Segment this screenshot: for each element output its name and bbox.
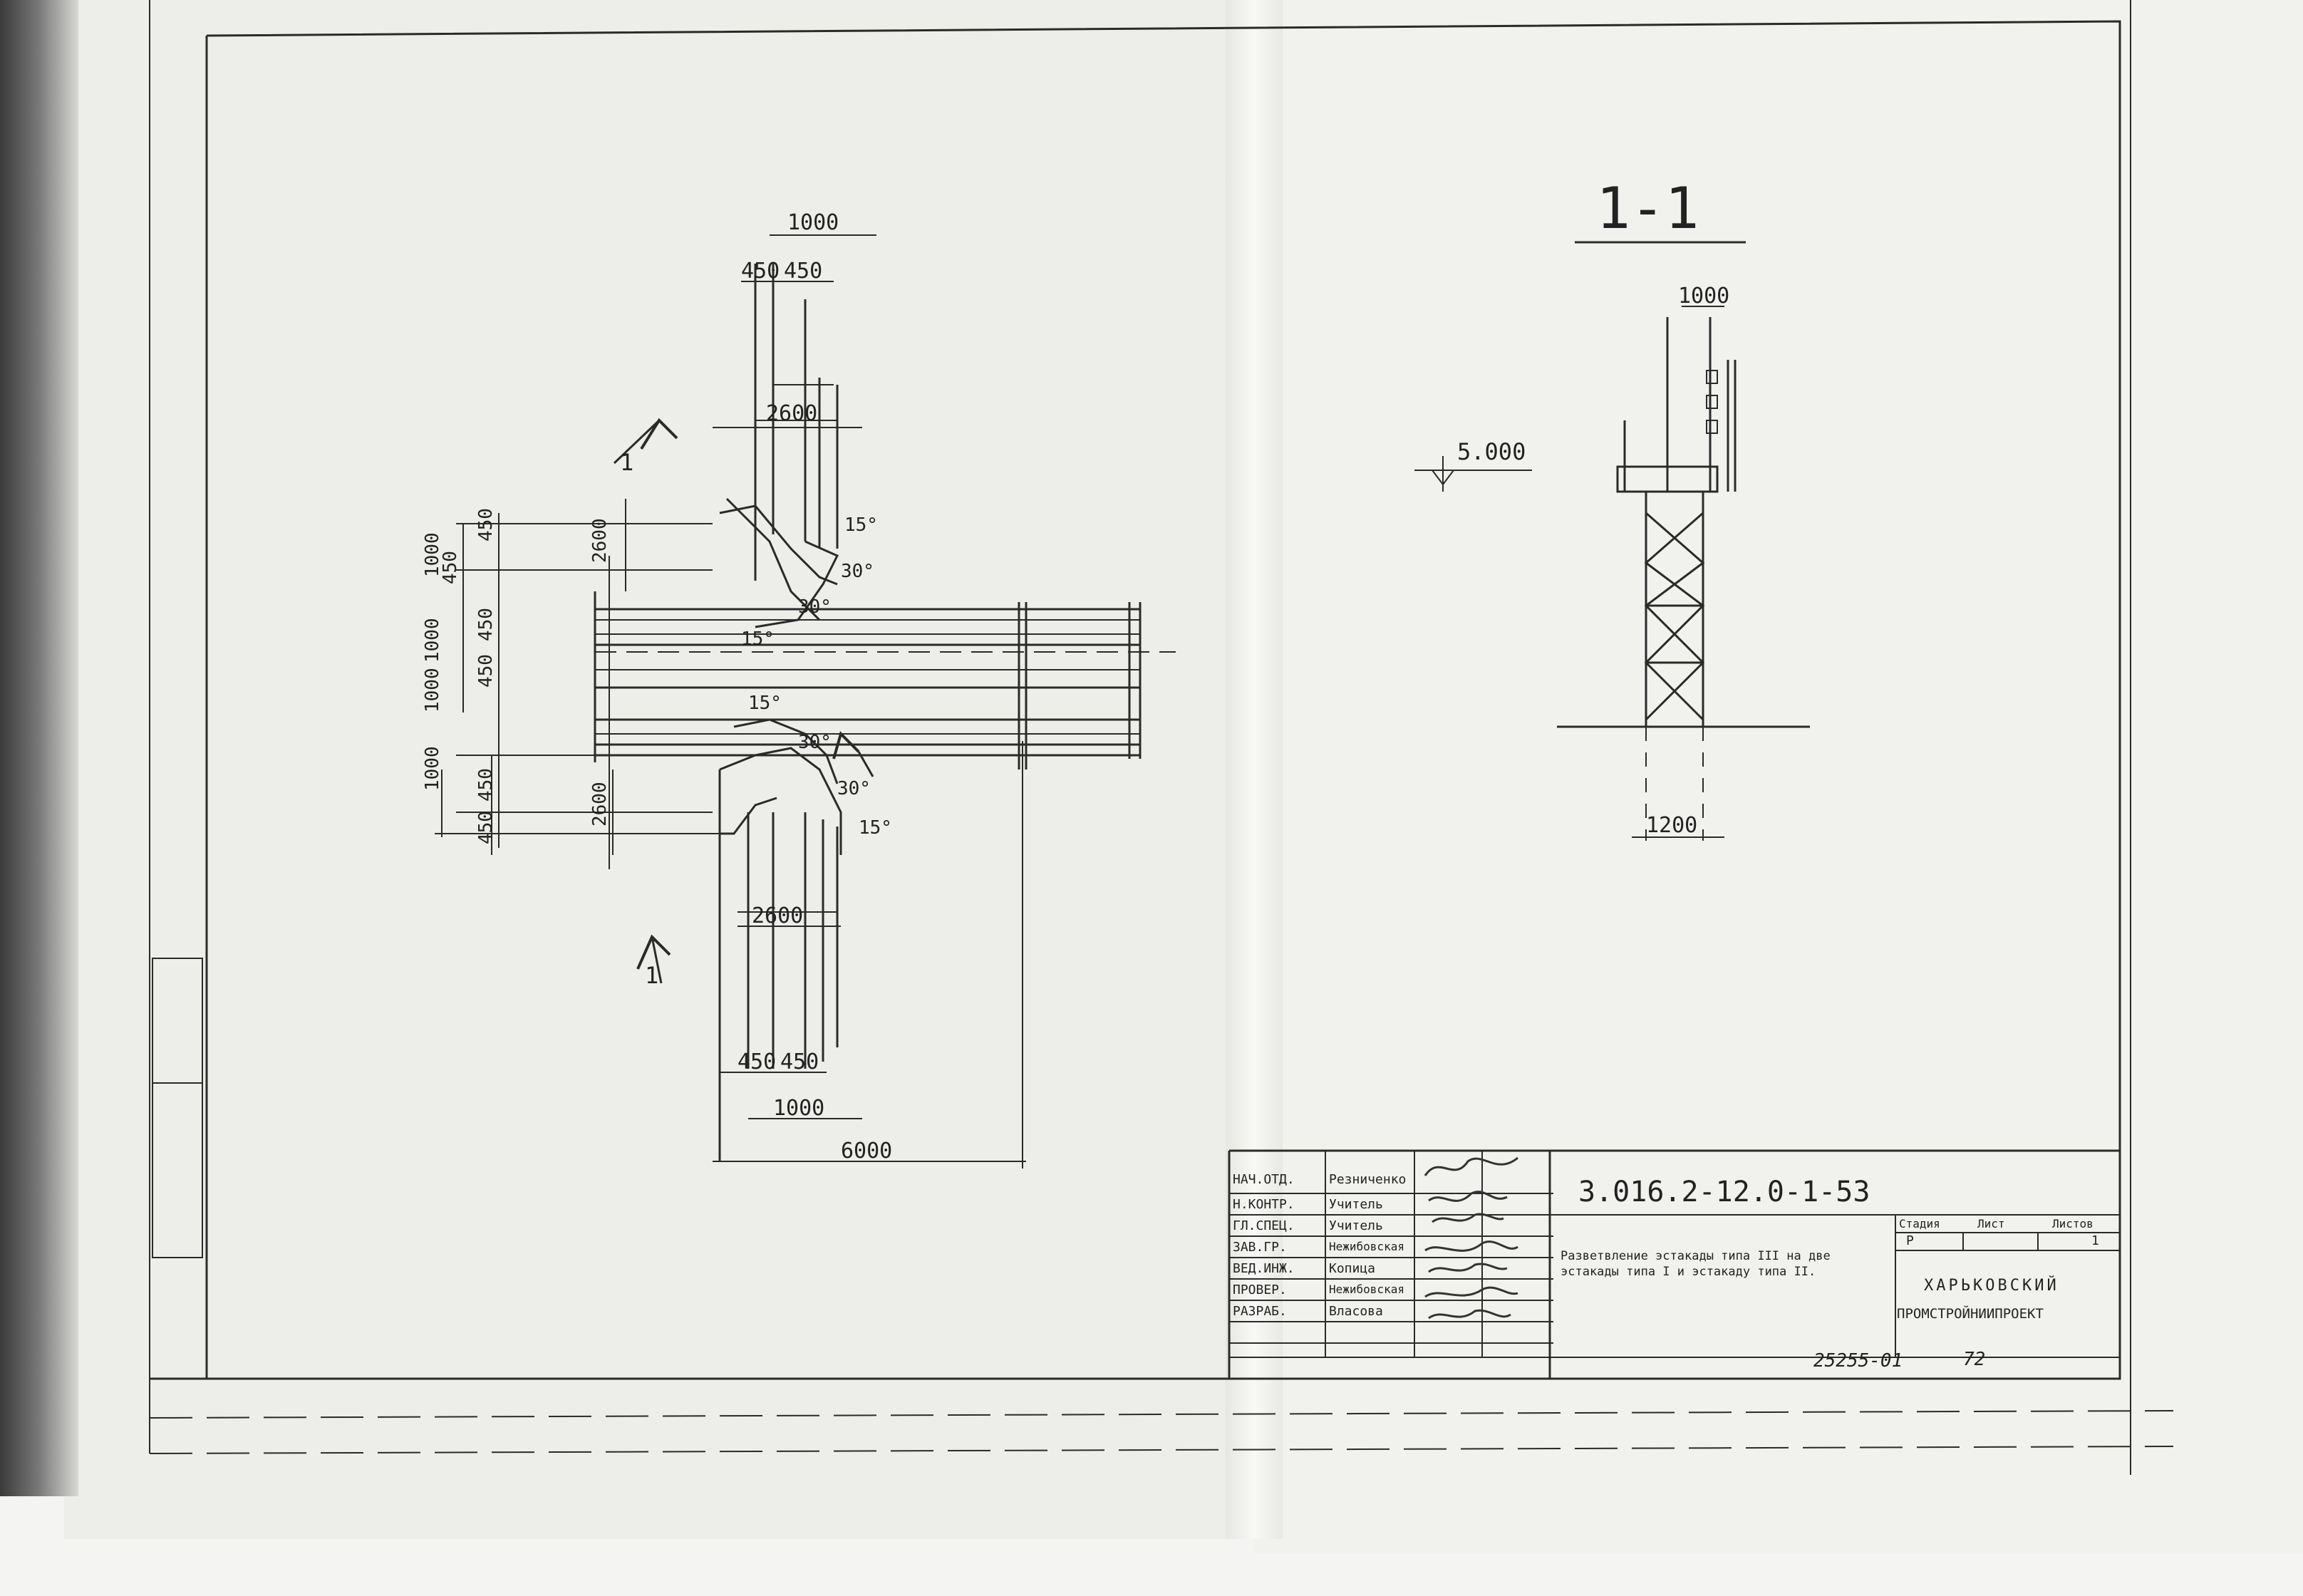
archive-number: 25255-01 <box>1813 1350 1903 1372</box>
dim-top-half-a: 450 <box>741 259 780 284</box>
angle-15-c: 15° <box>748 693 782 714</box>
dim-left-1000-c: 1000 <box>422 668 443 712</box>
dim-top-inner: 2600 <box>766 401 817 426</box>
section-label: 1-1 <box>1596 175 1699 242</box>
role-label: ГЛ.СПЕЦ. <box>1233 1218 1295 1233</box>
angle-15-d: 15° <box>859 817 892 839</box>
org-line2: ПРОМСТРОЙНИИПРОЕКТ <box>1897 1306 2044 1322</box>
frame-border <box>150 20 2121 1380</box>
archive-page: 72 <box>1963 1349 1986 1370</box>
description: Разветвление эстакады типа III на две эс… <box>1561 1249 1831 1279</box>
role-name: Учитель <box>1329 1218 1383 1233</box>
role-name: Нежибовская <box>1329 1240 1404 1253</box>
role-name: Власова <box>1329 1304 1383 1319</box>
dim-left-450-f: 450 <box>475 811 497 844</box>
dim-left-450-b: 450 <box>475 508 497 542</box>
dim-bottom-half-b: 450 <box>780 1050 819 1074</box>
section-base-width: 1200 <box>1646 813 1697 838</box>
role-name: Копица <box>1329 1261 1376 1276</box>
angle-30-d: 30° <box>837 778 871 799</box>
cut-mark-top: 1 <box>620 449 633 476</box>
signatures <box>1424 1156 1518 1320</box>
angle-30-b: 30° <box>798 596 832 618</box>
binding-shadow <box>0 0 78 1496</box>
header-stage: Стадия <box>1899 1217 1940 1230</box>
angle-30-c: 30° <box>798 732 832 753</box>
dim-left-450-e: 450 <box>475 768 497 802</box>
doc-code: 3.016.2-12.0-1-53 <box>1578 1176 1870 1208</box>
role-label: ВЕД.ИНЖ. <box>1233 1261 1295 1276</box>
cut-mark-bottom: 1 <box>645 962 658 989</box>
header-sheet: Лист <box>1977 1217 2005 1230</box>
org-line1: ХАРЬКОВСКИЙ <box>1924 1277 2059 1295</box>
dim-top-width: 1000 <box>787 210 839 235</box>
dim-left-1000-d: 1000 <box>422 746 443 791</box>
role-name: Учитель <box>1329 1197 1383 1212</box>
role-label: НАЧ.ОТД. <box>1233 1172 1295 1187</box>
dim-left-450-c: 450 <box>475 608 497 641</box>
dim-left-1000-b: 1000 <box>422 618 443 663</box>
role-label: РАЗРАБ. <box>1233 1304 1287 1319</box>
role-name: Нежибовская <box>1329 1282 1404 1296</box>
left-page <box>64 0 1261 1539</box>
role-label: ПРОВЕР. <box>1233 1282 1287 1297</box>
dim-left-450-d: 450 <box>475 654 497 688</box>
stage-value: Р <box>1906 1233 1914 1248</box>
dim-left-450-a: 450 <box>440 551 461 584</box>
elevation-mark: 5.000 <box>1457 438 1526 465</box>
dim-left-1000-a: 1000 <box>422 532 443 577</box>
gutter-fold <box>1226 0 1283 1539</box>
angle-15-b: 15° <box>741 628 775 650</box>
angle-30-a: 30° <box>841 561 874 582</box>
section-top-width: 1000 <box>1678 284 1729 309</box>
role-label: Н.КОНТР. <box>1233 1197 1295 1212</box>
dim-overall-length: 6000 <box>841 1139 892 1164</box>
header-sheets: Листов <box>2052 1217 2094 1230</box>
dim-top-half-b: 450 <box>784 259 822 284</box>
dim-bottom-half-a: 450 <box>738 1050 776 1074</box>
angle-15-a: 15° <box>844 514 878 536</box>
dim-left-2600-b: 2600 <box>589 782 611 826</box>
dim-left-2600-a: 2600 <box>589 518 611 563</box>
role-label: ЗАВ.ГР. <box>1233 1240 1287 1255</box>
dim-bottom-inner: 2600 <box>752 903 803 928</box>
dim-bottom-width: 1000 <box>773 1096 824 1121</box>
sheets-value: 1 <box>2091 1233 2099 1248</box>
role-name: Резниченко <box>1329 1172 1407 1187</box>
